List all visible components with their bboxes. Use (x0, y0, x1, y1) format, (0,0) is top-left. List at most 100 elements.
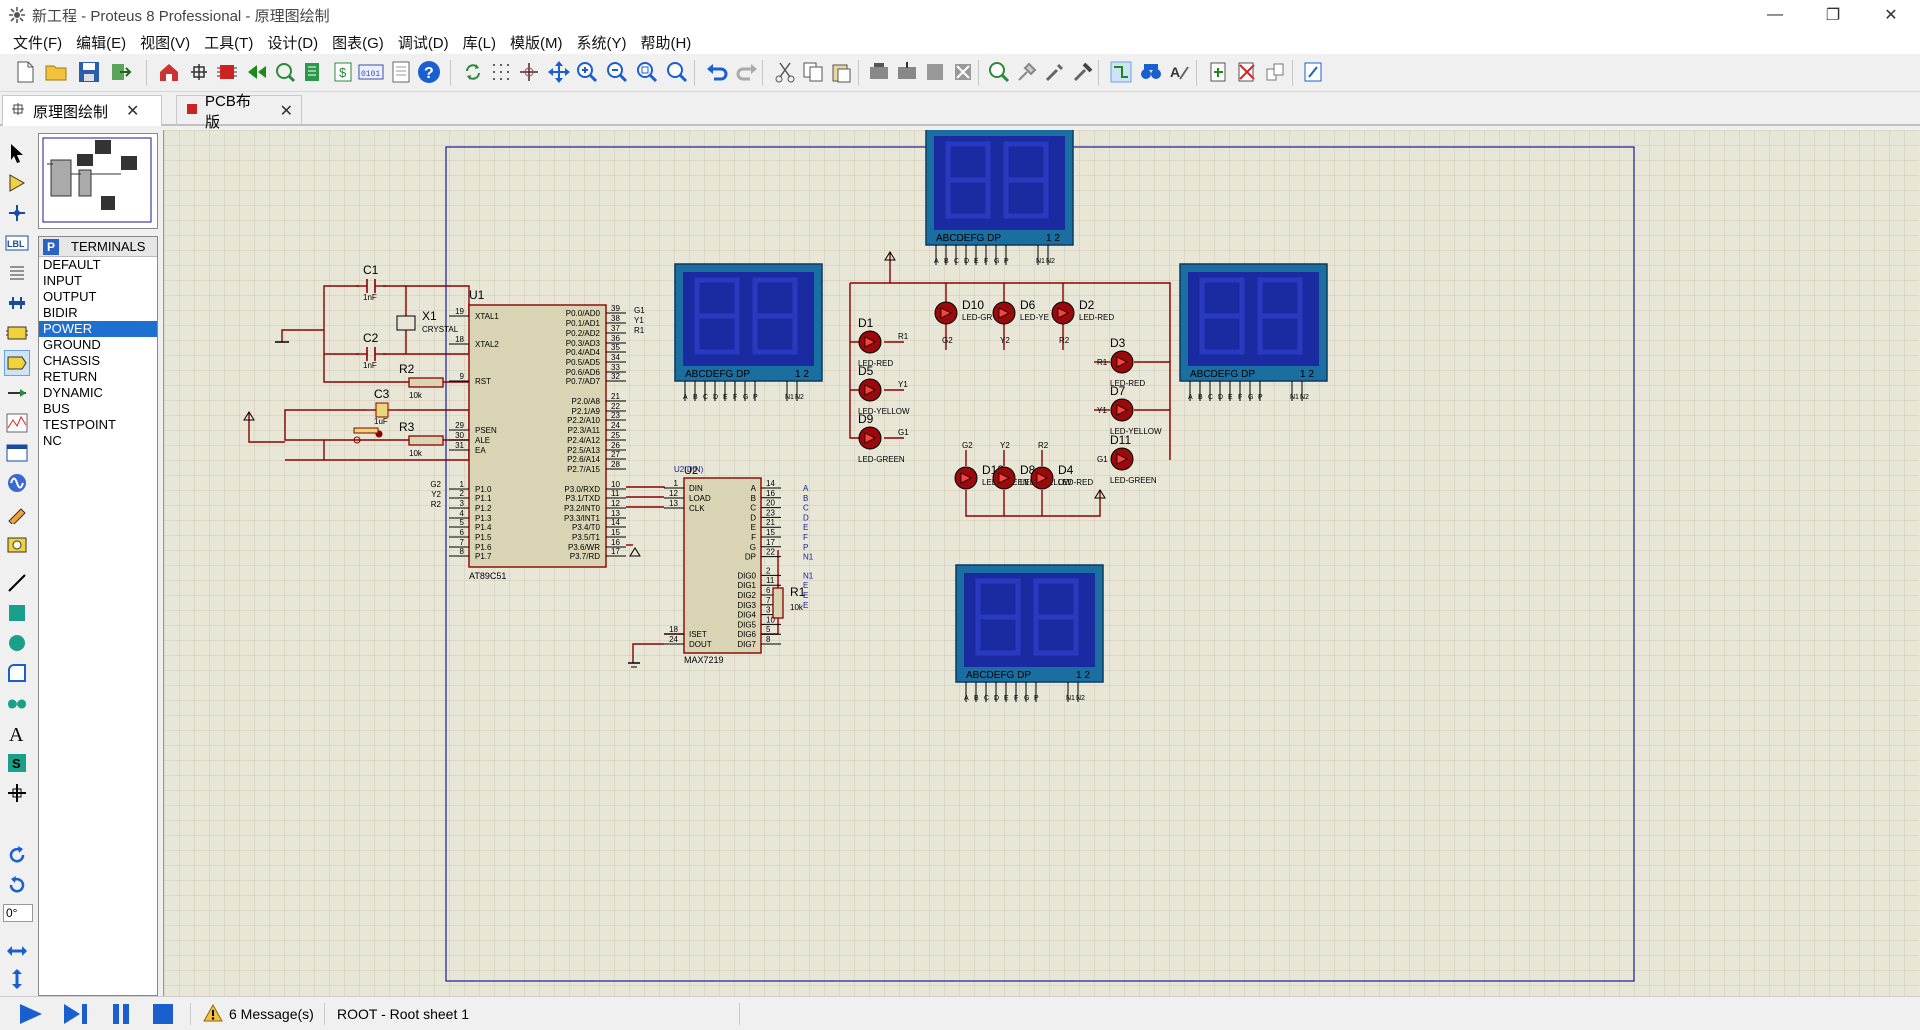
terminal-item-chassis[interactable]: CHASSIS (43, 353, 101, 368)
menu-debug[interactable]: 调试(D) (397, 34, 449, 52)
zoom-area-icon[interactable] (664, 59, 690, 85)
pan-icon[interactable] (546, 59, 572, 85)
terminal-item-nc[interactable]: NC (43, 433, 62, 448)
menu-system[interactable]: 系统(Y) (576, 34, 627, 52)
exit-to-parent-icon[interactable] (1262, 59, 1288, 85)
undo-icon[interactable] (704, 59, 730, 85)
pick-device-icon[interactable] (986, 59, 1012, 85)
generator-icon[interactable] (4, 470, 30, 496)
zoom-in-icon[interactable] (574, 59, 600, 85)
voltage-probe-icon[interactable] (4, 500, 30, 526)
remove-sheet-icon[interactable] (1234, 59, 1260, 85)
box-tool-icon[interactable] (4, 600, 30, 626)
line-tool-icon[interactable] (4, 570, 30, 596)
pcb-icon[interactable] (214, 59, 240, 85)
block-rotate-icon[interactable] (922, 59, 948, 85)
notes-icon[interactable] (388, 59, 414, 85)
bus-icon[interactable] (4, 290, 30, 316)
marker-tool-icon[interactable] (4, 780, 30, 806)
schematic-drawing[interactable]: U1AT89C5119XTAL118XTAL29RST29PSEN30ALE31… (164, 127, 1919, 996)
grid-toggle-icon[interactable] (488, 59, 514, 85)
mirror-horizontal-icon[interactable] (4, 938, 30, 964)
property-tool-icon[interactable]: A (1166, 59, 1192, 85)
junction-dot-icon[interactable] (4, 200, 30, 226)
pause-button[interactable] (110, 1003, 132, 1025)
terminal-item-output[interactable]: OUTPUT (43, 289, 97, 304)
text-tool-icon[interactable]: A (4, 720, 30, 746)
cut-icon[interactable] (772, 59, 798, 85)
netlist-icon[interactable] (1300, 59, 1326, 85)
messages-indicator[interactable]: 6 Message(s) (190, 1003, 314, 1025)
terminals-mode-icon[interactable] (4, 350, 30, 376)
search-tag-icon[interactable] (1138, 59, 1164, 85)
menu-edit[interactable]: 编辑(E) (76, 34, 127, 52)
menu-library[interactable]: 库(L) (462, 34, 496, 52)
subcircuit-icon[interactable] (4, 320, 30, 346)
zoom-all-icon[interactable] (634, 59, 660, 85)
import-icon[interactable] (108, 59, 134, 85)
open-folder-icon[interactable] (44, 59, 70, 85)
close-tab-icon[interactable]: ✕ (126, 103, 140, 120)
maximize-button[interactable]: ❐ (1804, 0, 1862, 30)
tab-schematic[interactable]: 原理图绘制 ✕ (2, 95, 162, 126)
menu-view[interactable]: 视图(V) (140, 34, 191, 52)
symbol-tool-icon[interactable]: S (4, 750, 30, 776)
terminal-item-ground[interactable]: GROUND (43, 337, 101, 352)
rotation-angle-field[interactable]: 0° (3, 904, 33, 922)
block-move-icon[interactable] (894, 59, 920, 85)
pick-button[interactable]: P (43, 238, 59, 255)
copy-icon[interactable] (800, 59, 826, 85)
virtual-instrument-icon[interactable] (4, 530, 30, 556)
terminal-item-return[interactable]: RETURN (43, 369, 98, 384)
terminal-item-bus[interactable]: BUS (43, 401, 70, 416)
graph-mode-icon[interactable] (4, 410, 30, 436)
component-mode-icon[interactable] (4, 170, 30, 196)
block-delete-icon[interactable] (950, 59, 976, 85)
packaging-tool-icon[interactable] (1042, 59, 1068, 85)
menu-design[interactable]: 设计(D) (267, 34, 319, 52)
block-copy-icon[interactable] (866, 59, 892, 85)
home-icon[interactable] (156, 59, 182, 85)
tab-pcb[interactable]: PCB布版 ✕ (176, 93, 302, 131)
overview-window[interactable] (38, 133, 158, 229)
make-device-icon[interactable] (1014, 59, 1040, 85)
menu-help[interactable]: 帮助(H) (640, 34, 692, 52)
menu-graph[interactable]: 图表(G) (332, 34, 384, 52)
menu-file[interactable]: 文件(F) (13, 34, 63, 52)
redo-icon[interactable] (734, 59, 760, 85)
wire-label-icon[interactable]: LBL (4, 230, 30, 256)
terminal-item-power[interactable]: POWER (39, 321, 157, 337)
paste-icon[interactable] (828, 59, 854, 85)
play-button[interactable] (18, 1003, 44, 1025)
wire-autorouter-icon[interactable] (1108, 59, 1134, 85)
close-button[interactable]: ✕ (1862, 0, 1920, 30)
stop-button[interactable] (152, 1003, 174, 1025)
terminal-item-dynamic[interactable]: DYNAMIC (43, 385, 103, 400)
zoom-out-icon[interactable] (604, 59, 630, 85)
design-explorer-icon[interactable] (300, 59, 326, 85)
source-code-icon[interactable]: 0101 (358, 59, 384, 85)
path-tool-icon[interactable] (4, 690, 30, 716)
device-pins-icon[interactable] (4, 380, 30, 406)
mirror-vertical-icon[interactable] (4, 966, 30, 992)
new-sheet-icon[interactable] (1206, 59, 1232, 85)
terminal-item-testpoint[interactable]: TESTPOINT (43, 417, 116, 432)
gerber-icon[interactable] (272, 59, 298, 85)
minimize-button[interactable]: — (1746, 0, 1804, 30)
selection-mode-icon[interactable] (4, 140, 30, 166)
terminal-item-input[interactable]: INPUT (43, 273, 82, 288)
step-button[interactable] (62, 1003, 90, 1025)
decompose-icon[interactable] (1070, 59, 1096, 85)
help-icon[interactable]: ? (416, 59, 442, 85)
origin-icon[interactable] (516, 59, 542, 85)
new-file-icon[interactable] (12, 59, 38, 85)
rotate-anticlockwise-icon[interactable] (4, 872, 30, 898)
save-icon[interactable] (76, 59, 102, 85)
close-tab-icon[interactable]: ✕ (279, 103, 293, 120)
text-script-icon[interactable] (4, 260, 30, 286)
menu-template[interactable]: 模版(M) (509, 34, 563, 52)
sheet-indicator[interactable]: ROOT - Root sheet 1 (324, 1003, 740, 1025)
3d-view-icon[interactable] (244, 59, 270, 85)
schematic-icon[interactable] (186, 59, 212, 85)
bom-icon[interactable]: $ (330, 59, 356, 85)
